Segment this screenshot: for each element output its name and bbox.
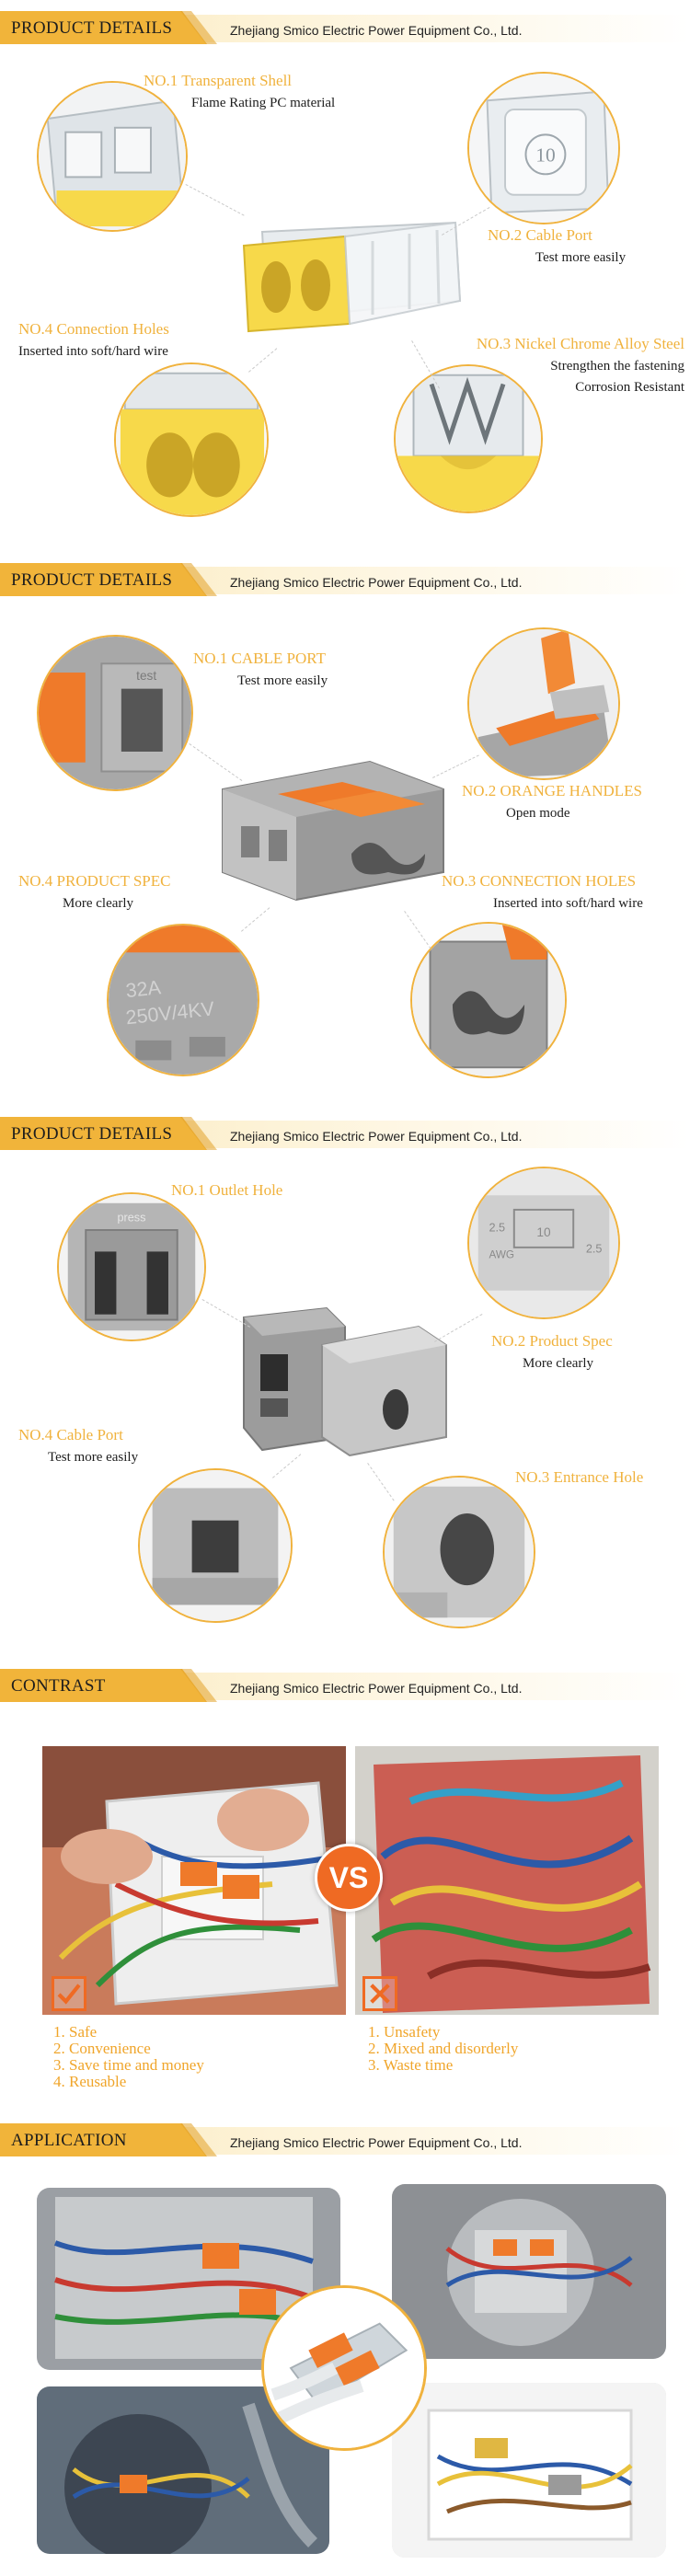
company-name: Zhejiang Smico Electric Power Equipment … [230,1129,523,1144]
section-title: PRODUCT DETAILS [11,18,173,38]
list-item: 2. Mixed and disorderly [368,2040,519,2057]
cross-mark-icon [362,1976,397,2011]
advantages-list: 1. Safe 2. Convenience 3. Save time and … [53,2024,204,2090]
list-item: 3. Save time and money [53,2056,204,2074]
label-connection-holes: NO.4 Connection Holes Inserted into soft… [18,320,169,359]
section-header-contrast: CONTRAST Zhejiang Smico Electric Power E… [0,1665,690,1706]
lever-connector-image [213,753,454,905]
callout-circle-cable-port: 10 [467,72,620,224]
transparent-connector-image [225,213,465,333]
label-cable-port-2: NO.1 CABLE PORT Test more easily [193,650,328,688]
application-center-connector [261,2285,427,2451]
label-connection-holes-2: NO.3 CONNECTION HOLES Inserted into soft… [442,872,643,911]
spec-line-1: 32A [125,976,163,1002]
section-title: APPLICATION [11,2131,127,2150]
callout-circle-product-spec-2: 2.5 AWG 10 2.5 [467,1167,620,1319]
label-product-spec-2: NO.2 Product Spec More clearly [491,1332,613,1371]
shell-mark-text: 10 [535,144,555,167]
label-alloy-steel: NO.3 Nickel Chrome Alloy Steel Strengthe… [476,335,684,395]
section-header-product-details-1: PRODUCT DETAILS Zhejiang Smico Electric … [0,7,690,48]
spec-right: 2.5 [586,1243,603,1256]
callout-circle-connection-holes-2 [410,922,567,1078]
disadvantages-list: 1. Unsafety 2. Mixed and disorderly 3. W… [368,2024,518,2074]
spec-left-top: 2.5 [489,1221,505,1234]
callout-circle-cable-port-2: test [37,635,193,791]
section-title: PRODUCT DETAILS [11,1124,173,1144]
section-title: PRODUCT DETAILS [11,570,173,590]
spec-left-bottom: AWG [489,1249,514,1261]
section-header-product-details-2: PRODUCT DETAILS Zhejiang Smico Electric … [0,559,690,600]
callout-circle-cable-port-3 [138,1468,293,1623]
callout-circle-outlet-hole: press [57,1192,206,1341]
callout-circle-transparent-shell [37,81,188,232]
application-photo-2 [392,2184,666,2359]
list-item: 4. Reusable [53,2073,127,2090]
callout-circle-connection-holes [114,362,269,517]
list-item: 2. Convenience [53,2040,151,2057]
push-in-connector-image [235,1299,455,1461]
company-name: Zhejiang Smico Electric Power Equipment … [230,23,523,38]
callout-circle-entrance-hole [383,1476,535,1628]
callout-circle-orange-handles [467,627,620,780]
contrast-photo-bad [355,1746,659,2015]
list-item: 3. Waste time [368,2056,454,2074]
label-entrance-hole: NO.3 Entrance Hole [515,1468,644,1486]
company-name: Zhejiang Smico Electric Power Equipment … [230,575,523,590]
label-product-spec: NO.4 PRODUCT SPEC More clearly [18,872,171,911]
company-name: Zhejiang Smico Electric Power Equipment … [230,1681,523,1696]
callout-circle-alloy-steel [394,364,543,513]
list-item: 1. Safe [53,2023,98,2041]
spec-mid: 10 [536,1225,551,1239]
label-cable-port-3: NO.4 Cable Port Test more easily [18,1426,139,1465]
vs-badge: VS [315,1844,383,1912]
section-header-application: APPLICATION Zhejiang Smico Electric Powe… [0,2120,690,2160]
contrast-photo-good [42,1746,346,2015]
press-mark-text: press [118,1211,146,1224]
label-outlet-hole: NO.1 Outlet Hole [171,1181,283,1199]
label-transparent-shell: NO.1 Transparent Shell Flame Rating PC m… [144,72,336,110]
check-mark-icon [52,1976,86,2011]
application-photo-4 [392,2383,666,2558]
label-cable-port: NO.2 Cable Port Test more easily [488,226,627,265]
callout-circle-product-spec: 32A 250V/4KV [107,924,259,1076]
section-title: CONTRAST [11,1676,106,1696]
list-item: 1. Unsafety [368,2023,441,2041]
label-orange-handles: NO.2 ORANGE HANDLES Open mode [462,782,642,821]
section-header-product-details-3: PRODUCT DETAILS Zhejiang Smico Electric … [0,1113,690,1154]
company-name: Zhejiang Smico Electric Power Equipment … [230,2135,523,2150]
test-mark-text: test [136,669,156,683]
